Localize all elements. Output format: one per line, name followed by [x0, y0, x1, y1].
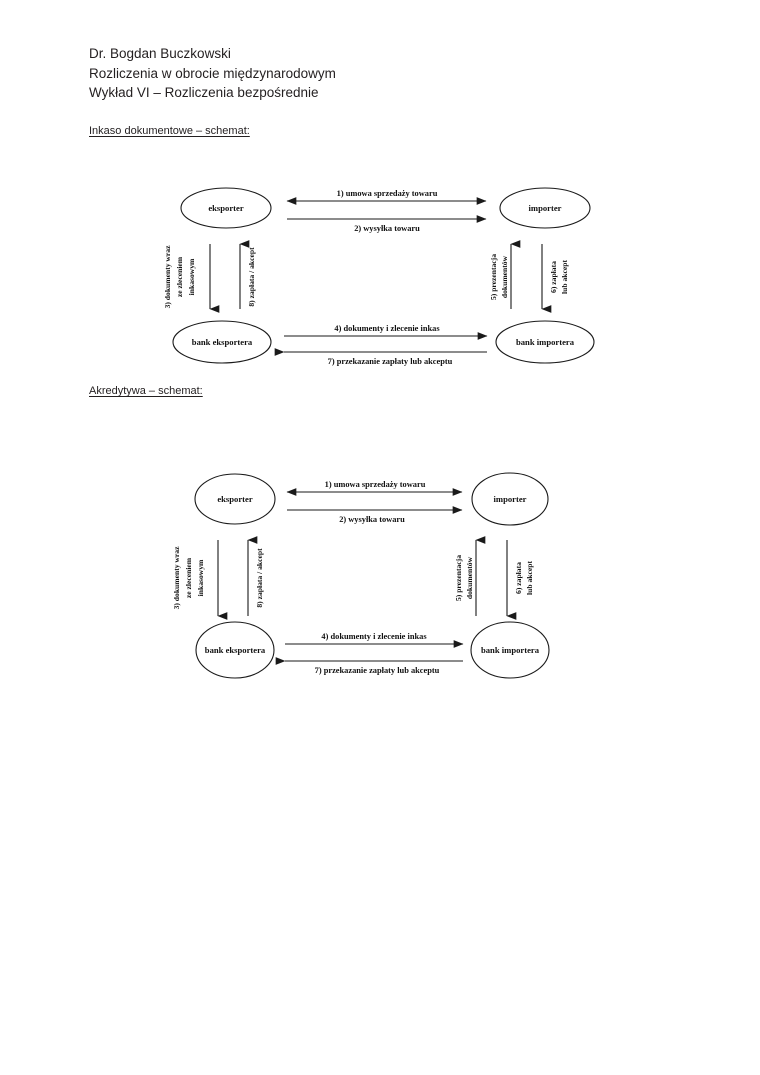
section-title-inkaso: Inkaso dokumentowe – schemat:: [89, 125, 250, 137]
flow-label-step7: 7) przekazanie zapłaty lub akceptu: [328, 357, 453, 366]
flow-label-step5-line1: 5) prezentacja: [454, 555, 463, 601]
flow-label-step6-line1: 6) zapłata: [514, 562, 523, 594]
flow-label-step3-line2: ze zleceniem: [184, 557, 193, 598]
flow-label-step3-line1: 3) dokumenty wraz: [163, 245, 172, 308]
flow-label-step8: 8) zapłata / akcept: [247, 247, 256, 307]
flow-label-step3-line3: inkasowym: [196, 559, 205, 596]
node-importer-label: importer: [529, 203, 562, 213]
node-bank-importera-label: bank importera: [481, 645, 540, 655]
flow-label-step6-line2: lub akcept: [525, 561, 534, 595]
header-line-author: Dr. Bogdan Buczkowski: [89, 46, 231, 61]
node-bank-importera-label: bank importera: [516, 337, 575, 347]
flow-label-step3-line1: 3) dokumenty wraz: [172, 546, 181, 609]
flow-label-step4: 4) dokumenty i zlecenie inkas: [334, 324, 440, 333]
flow-label-step5-line2: dokumentów: [500, 255, 509, 298]
node-bank-importera: [470, 621, 550, 679]
node-importer: [471, 472, 549, 526]
flow-label-step5-line2: dokumentów: [465, 556, 474, 599]
header-line-lecture: Wykład VI – Rozliczenia bezpośrednie: [89, 85, 319, 100]
flow-label-step2: 2) wysyłka towaru: [339, 515, 405, 524]
node-eksporter-label: eksporter: [208, 203, 244, 213]
node-eksporter-label: eksporter: [217, 494, 253, 504]
flow-label-step1: 1) umowa sprzedaży towaru: [325, 480, 426, 489]
flow-label-step6-line1: 6) zapłata: [549, 261, 558, 293]
node-importer-label: importer: [494, 494, 527, 504]
header-line-course: Rozliczenia w obrocie międzynarodowym: [89, 65, 336, 81]
node-importer: [499, 187, 591, 229]
flow-label-step4: 4) dokumenty i zlecenie inkas: [321, 632, 427, 641]
flow-label-step6-line2: lub akcept: [560, 260, 569, 294]
flow-label-step1: 1) umowa sprzedaży towaru: [337, 189, 438, 198]
node-bank-eksportera-label: bank eksportera: [192, 337, 253, 347]
node-bank-eksportera: [195, 621, 275, 679]
flow-label-step3-line2: ze zleceniem: [175, 256, 184, 297]
diagram-inkaso-dokumentowe: eksporter importer bank eksportera bank …: [150, 165, 610, 380]
flow-label-step5-line1: 5) prezentacja: [489, 254, 498, 300]
flow-label-step3-line3: inkasowym: [187, 258, 196, 295]
section-title-akredytywa: Akredytywa – schemat:: [89, 385, 203, 397]
flow-label-step8: 8) zapłata / akcept: [255, 548, 264, 608]
flow-label-step7: 7) przekazanie zapłaty lub akceptu: [315, 666, 440, 675]
flow-label-step2: 2) wysyłka towaru: [354, 224, 420, 233]
node-bank-eksportera: [172, 320, 272, 364]
document-header: Dr. Bogdan Buczkowski Rozliczenia w obro…: [89, 44, 336, 103]
node-eksporter: [194, 473, 276, 525]
diagram-akredytywa: eksporter importer bank eksportera bank …: [165, 450, 575, 700]
node-bank-eksportera-label: bank eksportera: [205, 645, 266, 655]
node-eksporter: [180, 187, 272, 229]
node-bank-importera: [495, 320, 595, 364]
